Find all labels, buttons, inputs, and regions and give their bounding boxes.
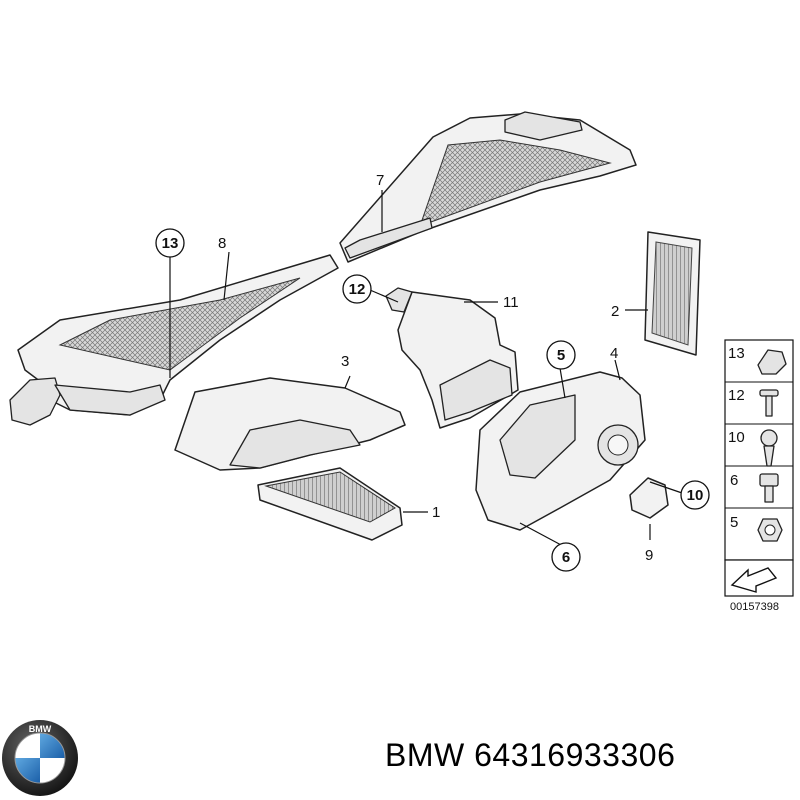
document-number: 00157398 bbox=[730, 601, 779, 613]
callout-9: 9 bbox=[645, 547, 653, 564]
arrow-icon bbox=[730, 567, 778, 593]
callout-labels: 1 2 3 4 5 6 7 8 9 10 11 12 13 bbox=[155, 172, 710, 572]
side-panel-13: 13 bbox=[728, 345, 745, 362]
callout-12: 12 bbox=[349, 281, 366, 298]
callout-10: 10 bbox=[687, 487, 704, 504]
callout-1: 1 bbox=[432, 504, 440, 521]
callout-2: 2 bbox=[611, 303, 619, 320]
callout-6-circle bbox=[551, 542, 581, 572]
callout-5: 5 bbox=[557, 347, 565, 364]
callout-8: 8 bbox=[218, 235, 226, 252]
callout-7: 7 bbox=[376, 172, 384, 189]
callout-13: 13 bbox=[162, 235, 179, 252]
hardware-side-panel: 13 12 10 6 5 00157398 bbox=[724, 339, 794, 613]
filter-element bbox=[644, 231, 701, 356]
rivet-icon bbox=[759, 389, 779, 417]
side-panel-6: 6 bbox=[730, 472, 738, 489]
callout-5-circle bbox=[546, 340, 576, 370]
cowl-grille-right bbox=[339, 111, 637, 263]
air-duct bbox=[385, 287, 519, 429]
cabin-filter bbox=[257, 467, 403, 541]
hex-nut-icon bbox=[757, 518, 783, 542]
cowl-grille-left bbox=[9, 254, 339, 426]
svg-text:BMW: BMW bbox=[29, 724, 52, 734]
callout-6: 6 bbox=[562, 549, 570, 566]
leader-lines bbox=[169, 190, 683, 547]
callout-13-circle bbox=[155, 228, 185, 258]
callout-4: 4 bbox=[610, 345, 618, 362]
screw-icon bbox=[760, 429, 778, 467]
callout-12-circle bbox=[342, 274, 372, 304]
clip-nut-icon bbox=[757, 349, 787, 375]
side-panel-12: 12 bbox=[728, 387, 745, 404]
callout-11: 11 bbox=[503, 294, 519, 311]
side-panel-10: 10 bbox=[728, 429, 745, 446]
housing-frame bbox=[475, 371, 646, 531]
sensor bbox=[629, 477, 669, 519]
callout-3: 3 bbox=[341, 353, 349, 370]
callout-10-circle bbox=[680, 480, 710, 510]
brand-part-number-caption: BMW 64316933306 bbox=[385, 737, 676, 773]
filter-housing-cover bbox=[174, 377, 406, 471]
side-panel-5: 5 bbox=[730, 514, 738, 531]
bmw-logo: BMW bbox=[2, 720, 78, 796]
bolt-icon bbox=[759, 473, 779, 503]
